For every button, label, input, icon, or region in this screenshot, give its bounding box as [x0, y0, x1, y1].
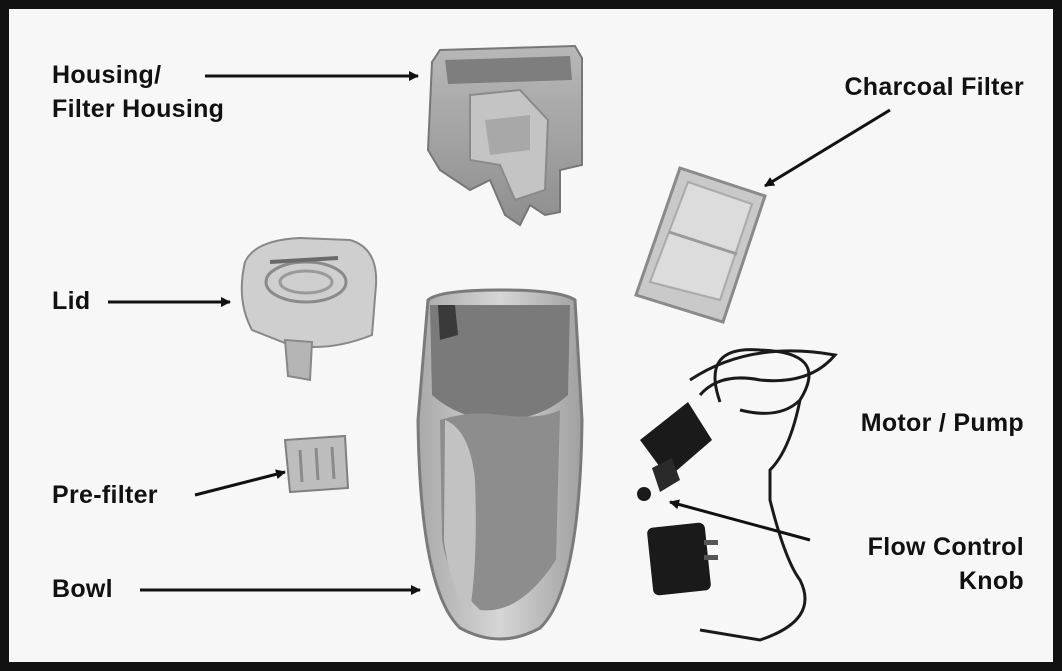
label-charcoal-filter: Charcoal Filter [844, 73, 1024, 101]
power-adapter [647, 522, 718, 596]
label-housing-line2: Filter Housing [52, 95, 225, 123]
flow-control-arrow [669, 499, 811, 542]
label-bowl: Bowl [52, 575, 113, 603]
charcoal-filter-arrow [764, 108, 891, 188]
label-motor-pump: Motor / Pump [860, 409, 1024, 437]
bowl [416, 288, 584, 641]
pre-filter [283, 434, 350, 494]
pre-filter-arrow [194, 469, 286, 497]
filter-housing [426, 44, 583, 227]
lid [240, 236, 378, 382]
charcoal-filter [634, 166, 767, 324]
label-flow-control-line1: Flow Control [867, 533, 1024, 561]
label-housing-line1: Housing/ [52, 61, 162, 89]
label-pre-filter: Pre-filter [52, 481, 158, 509]
label-lid: Lid [52, 287, 91, 315]
motor-pump [637, 348, 838, 642]
label-flow-control-line2: Knob [958, 567, 1024, 595]
